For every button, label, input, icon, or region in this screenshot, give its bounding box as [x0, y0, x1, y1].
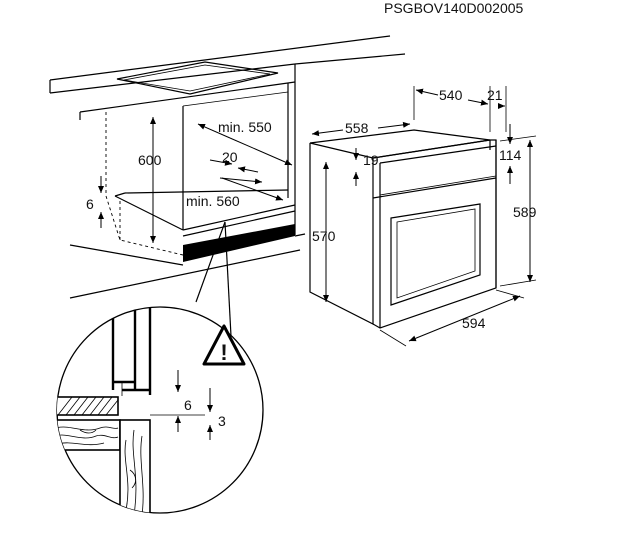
dim-shelf-6: 6 [86, 196, 94, 212]
dim-558: 558 [345, 120, 369, 136]
dim-21: 21 [487, 87, 503, 103]
dim-114: 114 [499, 147, 522, 163]
dim-19: 19 [363, 152, 379, 168]
oven-dimensions: 540 21 558 19 114 570 589 594 [311, 86, 537, 347]
dim-540: 540 [439, 87, 463, 103]
callout-line-right [224, 221, 233, 356]
dim-589: 589 [513, 204, 537, 220]
dim-min-560: min. 560 [186, 193, 240, 209]
oven [309, 129, 497, 329]
cabinet-dimensions: 600 min. 550 20 min. 560 6 [86, 117, 293, 243]
warning-symbol: ! [220, 340, 227, 365]
dim-594: 594 [462, 315, 486, 331]
warning-icon: ! [202, 324, 246, 366]
callout-line-left [195, 221, 226, 303]
diagram-code: PSGBOV140D002005 [384, 0, 524, 16]
dim-600: 600 [138, 152, 162, 168]
kitchen-cabinet [49, 35, 406, 299]
dim-detail-6: 6 [184, 397, 192, 413]
dim-detail-3: 3 [218, 413, 226, 429]
dim-570: 570 [312, 228, 336, 244]
dim-min-550: min. 550 [218, 119, 272, 135]
